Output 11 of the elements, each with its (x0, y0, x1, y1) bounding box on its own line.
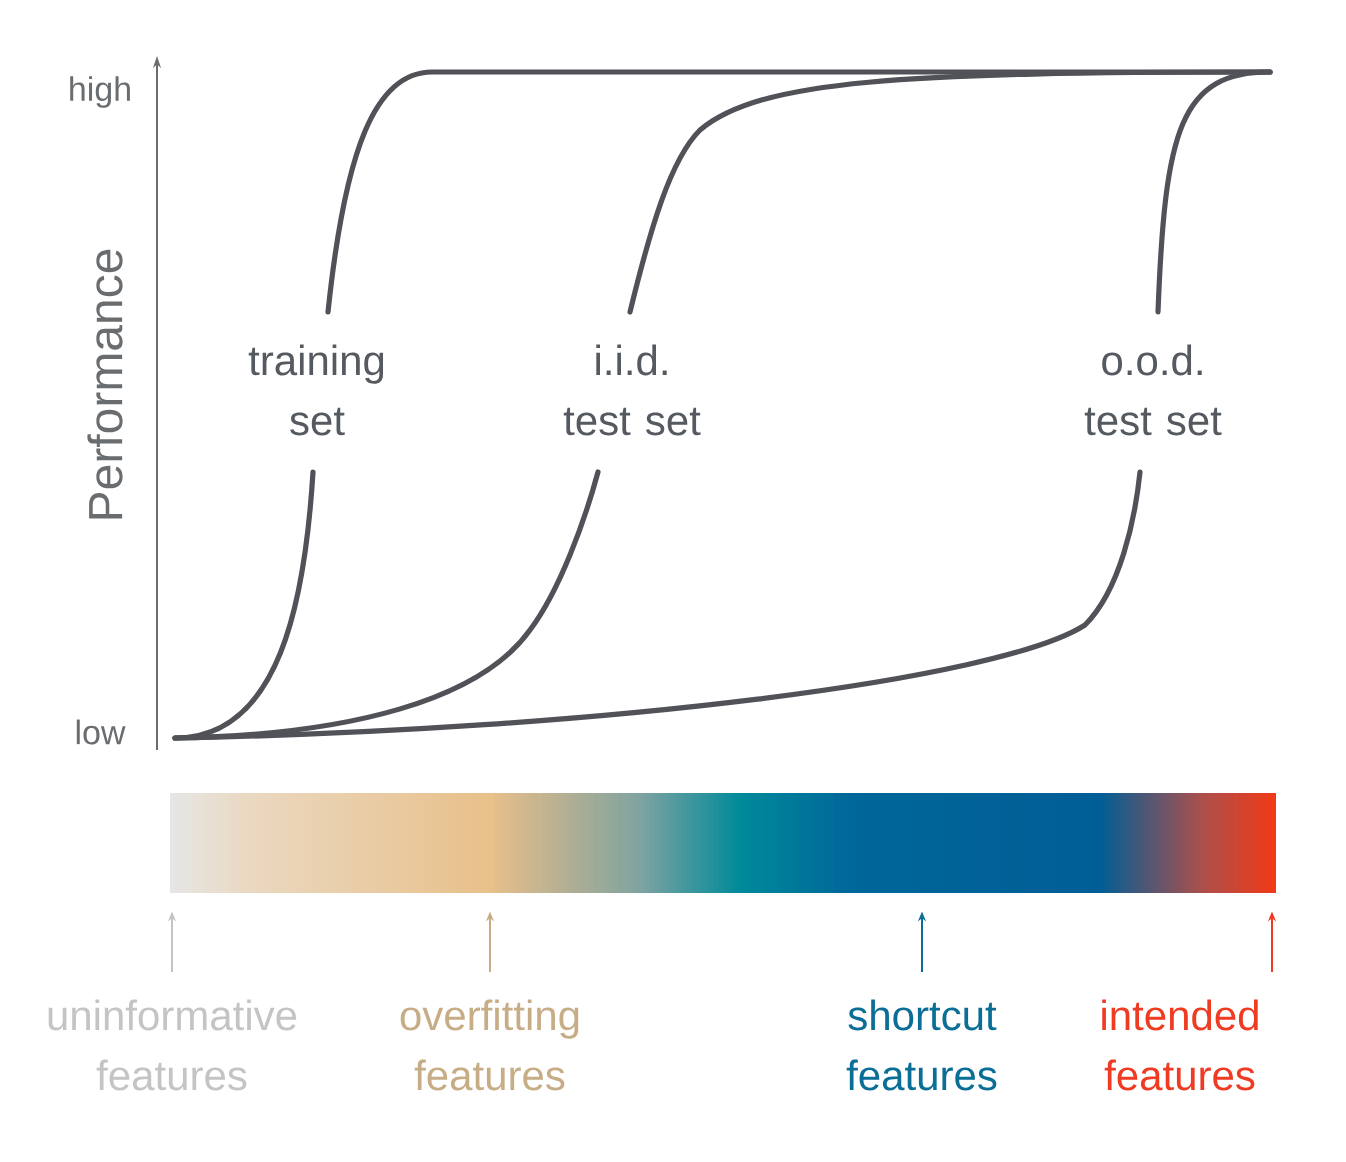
axis-label: low (76, 719, 126, 745)
gradient-bar (170, 793, 1276, 893)
feature-label: intended features (1102, 999, 1258, 1091)
curve-label: o.o.d. test set (1084, 344, 1222, 436)
curve-label: training set (248, 344, 384, 436)
curve-label: i.i.d. test set (563, 344, 701, 436)
feature-label: uninformative features (48, 999, 297, 1091)
feature-label: overfitting features (400, 999, 579, 1091)
axis-label: high (70, 76, 130, 108)
axis-title: Performance (87, 249, 123, 519)
feature-label: shortcut features (846, 999, 997, 1091)
